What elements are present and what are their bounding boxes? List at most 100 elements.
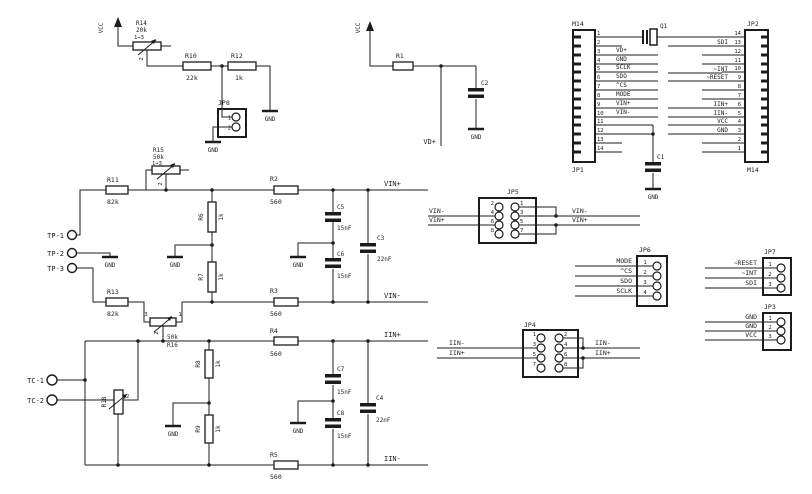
pin-number: 11	[734, 58, 741, 64]
pin-number: 7	[520, 228, 523, 234]
pin-number: 13	[597, 137, 604, 143]
resistor-r10	[182, 61, 212, 71]
gnd-label: GND	[293, 262, 304, 269]
gnd-label: GND	[208, 147, 219, 154]
pin-label: SCLK	[616, 287, 632, 295]
label-r13: R13	[107, 288, 119, 296]
pin-number: 6	[491, 219, 494, 225]
potentiometer-r14: R14 20k 1→3 2	[132, 20, 162, 61]
pin-number: 9	[738, 75, 741, 81]
pin-number: 14	[597, 146, 604, 152]
jp5-name: JP5	[507, 188, 519, 196]
pin-number: 6	[738, 102, 741, 108]
pin-number: 3	[597, 49, 600, 55]
pin-number: 4	[564, 342, 568, 348]
pin-number: 11	[597, 119, 604, 125]
pin-number: 7	[597, 84, 600, 90]
tp1-pad	[66, 229, 78, 241]
label-r1: R1	[396, 52, 404, 60]
label-r7: R7	[198, 273, 205, 281]
potentiometer-r16: 50k R16 3 1 2	[144, 312, 181, 349]
value-c5: 15nF	[337, 225, 352, 232]
pin-number: 6	[597, 75, 600, 81]
pin-number: 4	[597, 58, 601, 64]
net-label: VIN-	[429, 207, 445, 215]
junction-dots	[83, 64, 655, 467]
label-c5: C5	[337, 204, 345, 211]
net-vd-plus: VD+	[423, 138, 436, 146]
pin-number: 2	[768, 325, 771, 331]
capacitor-c8: C8 15nF	[325, 410, 352, 440]
value-c3: 22nF	[377, 256, 392, 263]
value-c4: 22nF	[376, 417, 391, 424]
label-r12: R12	[231, 52, 243, 60]
pin-number: 1	[768, 262, 771, 268]
label-c2: C2	[481, 80, 489, 87]
value-r10: 22k	[186, 74, 198, 82]
pin-label: SDO	[616, 73, 627, 80]
net-label: VIN+	[429, 216, 445, 224]
jp2-name: JP2	[747, 20, 759, 28]
label-r9: R9	[195, 425, 202, 433]
resistor-r5	[273, 460, 299, 470]
label-q1: Q1	[660, 23, 668, 30]
wire-segments-left	[57, 26, 428, 466]
resistor-r13	[105, 297, 129, 307]
pin-label: SCLK	[616, 64, 631, 71]
net-label: IIN+	[595, 349, 611, 357]
net-label: IIN-	[595, 339, 611, 347]
value-r8: 1k	[215, 360, 222, 368]
tp3-pad	[66, 262, 78, 274]
pin-label: IIN-	[714, 110, 728, 117]
pin-number: 5	[520, 219, 523, 225]
pin-label: SDI	[745, 279, 757, 287]
label-c8: C8	[337, 410, 345, 417]
gnd-label: GND	[265, 116, 276, 123]
tp1-label: TP-1	[47, 232, 64, 240]
capacitor-c1: C1	[645, 154, 665, 172]
pin-label: ~RESET	[734, 259, 758, 267]
resistor-r7	[207, 261, 217, 293]
pin-label: ^CS	[620, 267, 632, 275]
pin-number: 2	[768, 272, 771, 278]
tc2-label: TC-2	[27, 397, 44, 405]
pin-number: 2	[738, 137, 741, 143]
vcc-arrow-icon	[366, 21, 374, 31]
resistor-r2	[273, 185, 299, 195]
value-r12: 1k	[235, 74, 243, 82]
gnd-symbols: GND GND GND GND GND GND GND GND GND	[102, 109, 661, 438]
gnd-label: GND	[105, 262, 116, 269]
pin-number: 3	[738, 128, 741, 134]
net-label: IIN+	[449, 349, 465, 357]
jp3-name: JP3	[764, 303, 776, 311]
pin-number: 4	[643, 290, 647, 296]
pins-r15: 1→3	[152, 161, 162, 167]
tc2-pad	[46, 394, 58, 406]
resistor-r12	[227, 61, 257, 71]
jp2-type: M14	[747, 166, 759, 174]
pin-number: 1	[533, 332, 536, 338]
resistor-r4	[273, 336, 299, 346]
pin-label: VCC	[717, 118, 728, 125]
value-r16: 50k	[167, 334, 178, 341]
net-labels: VIN+ VIN- IIN+ IIN- VD+	[384, 138, 436, 463]
wiper-r16: 2	[154, 331, 160, 334]
pin-label: IIN+	[714, 101, 729, 108]
pin-number: 14	[734, 31, 741, 37]
value-r13: 82k	[107, 310, 119, 318]
vcc-arrow-icon	[114, 17, 122, 27]
pin-number: 3	[768, 334, 771, 340]
resistor-r3	[273, 297, 299, 307]
pin-number: 2	[228, 126, 231, 132]
label-r6: R6	[198, 213, 205, 221]
net-label: VIN-	[572, 207, 588, 215]
pin-number: 10	[597, 111, 604, 117]
pin-label: ~INT	[714, 66, 729, 73]
resistor-r6	[207, 201, 217, 233]
label-c1: C1	[657, 154, 665, 161]
tc1-label: TC-1	[27, 377, 44, 385]
pin-label: VIN+	[616, 100, 631, 107]
value-r7: 1k	[218, 273, 225, 281]
pin-number: 5	[738, 111, 741, 117]
